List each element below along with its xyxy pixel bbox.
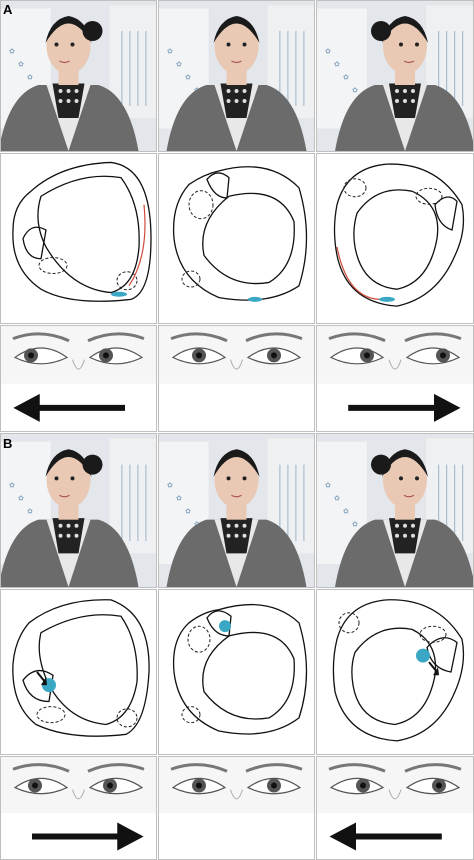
svg-text:✿: ✿	[334, 495, 340, 503]
diagram-b-2	[158, 589, 315, 755]
panel-label: B	[3, 436, 13, 451]
svg-text:✿: ✿	[343, 508, 349, 516]
eyes-a-3	[316, 325, 474, 432]
svg-text:✿: ✿	[185, 508, 191, 516]
svg-text:✿: ✿	[167, 482, 173, 490]
svg-text:✿: ✿	[27, 508, 33, 516]
diagram-a-2	[158, 153, 315, 324]
photo-b-3: ✿✿✿✿✿	[316, 433, 474, 588]
svg-text:✿: ✿	[325, 482, 331, 490]
svg-text:✿: ✿	[18, 61, 24, 69]
arrow-right-icon	[1, 757, 156, 851]
svg-text:✿: ✿	[18, 495, 24, 503]
eyes-a-2	[158, 325, 315, 432]
photo-a-2: ✿✿✿✿✿	[158, 0, 315, 152]
arrow-left-icon	[1, 326, 156, 422]
svg-text:✿: ✿	[352, 87, 358, 95]
panel-label: A	[3, 2, 13, 17]
eyes-b-1	[0, 756, 157, 860]
diagram-b-3	[316, 589, 474, 755]
svg-text:✿: ✿	[325, 48, 331, 56]
arrow-right-icon	[317, 326, 473, 422]
svg-text:✿: ✿	[343, 74, 349, 82]
svg-text:✿: ✿	[27, 74, 33, 82]
diagram-a-3	[316, 153, 474, 324]
photo-b-1: ✿✿✿✿✿	[0, 433, 157, 588]
photo-a-1: ✿✿✿✿✿	[0, 0, 157, 152]
eyes-b-3	[316, 756, 474, 860]
diagram-a-1	[0, 153, 157, 324]
arrow-left-icon	[317, 757, 473, 851]
svg-text:✿: ✿	[167, 48, 173, 56]
diagram-b-1	[0, 589, 157, 755]
eyes-a-1	[0, 325, 157, 432]
svg-text:✿: ✿	[334, 61, 340, 69]
svg-text:✿: ✿	[185, 74, 191, 82]
photo-a-3: ✿✿✿✿✿	[316, 0, 474, 152]
svg-text:✿: ✿	[9, 48, 15, 56]
svg-text:✿: ✿	[176, 61, 182, 69]
eyes-b-2	[158, 756, 315, 860]
svg-text:✿: ✿	[176, 495, 182, 503]
svg-text:✿: ✿	[352, 521, 358, 529]
svg-text:✿: ✿	[9, 482, 15, 490]
photo-b-2: ✿✿✿✿✿	[158, 433, 315, 588]
